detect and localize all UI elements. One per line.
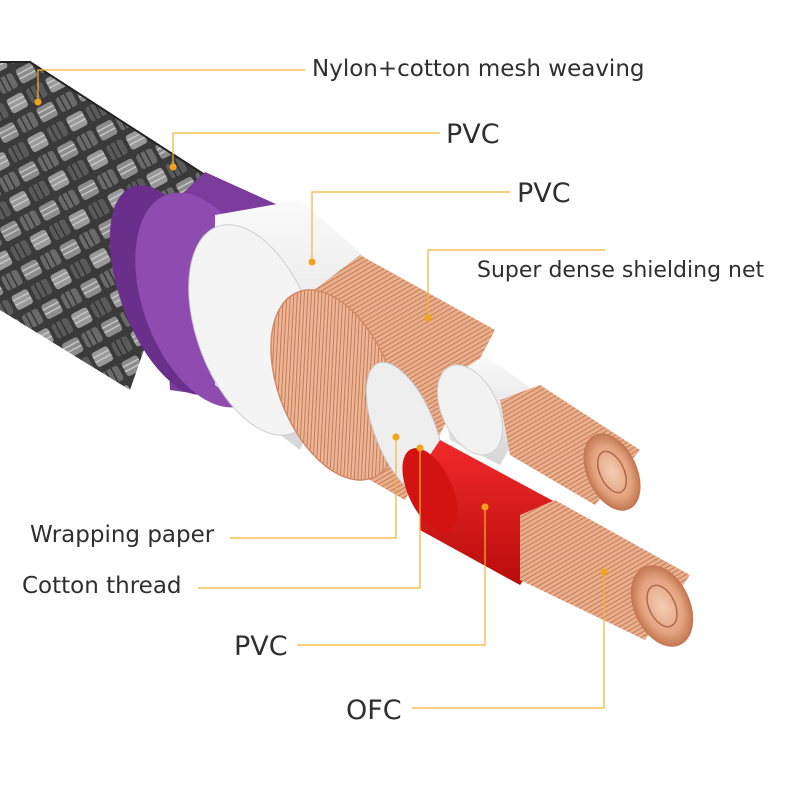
- dot-pvc-inner: [308, 258, 316, 266]
- dot-ofc: [600, 568, 608, 576]
- dot-nylon: [34, 98, 42, 106]
- leader-wrapping: [230, 437, 397, 539]
- leader-shield: [427, 249, 605, 318]
- label-pvc-outer: PVC: [446, 119, 500, 150]
- leader-ofc: [412, 572, 605, 709]
- leader-pvc-core: [297, 507, 486, 646]
- leader-dots: [34, 98, 608, 576]
- white-core-wire: [437, 355, 641, 511]
- dot-cotton: [416, 444, 424, 452]
- leader-pvc-outer: [172, 132, 440, 167]
- dot-shield: [424, 314, 432, 322]
- label-pvc-core: PVC: [234, 631, 288, 662]
- leader-pvc-inner: [311, 191, 510, 262]
- leader-cotton: [198, 448, 421, 589]
- label-wrapping-paper: Wrapping paper: [30, 522, 215, 548]
- dot-pvc-outer: [169, 163, 177, 171]
- dot-pvc-core: [481, 503, 489, 511]
- label-ofc: OFC: [346, 695, 402, 726]
- dot-wrapping: [392, 433, 400, 441]
- label-nylon-mesh: Nylon+cotton mesh weaving: [312, 56, 645, 82]
- leader-lines: [37, 69, 605, 709]
- leader-nylon: [37, 69, 305, 102]
- label-cotton-thread: Cotton thread: [22, 573, 182, 599]
- label-shield: Super dense shielding net: [477, 258, 765, 283]
- label-pvc-inner: PVC: [517, 178, 571, 209]
